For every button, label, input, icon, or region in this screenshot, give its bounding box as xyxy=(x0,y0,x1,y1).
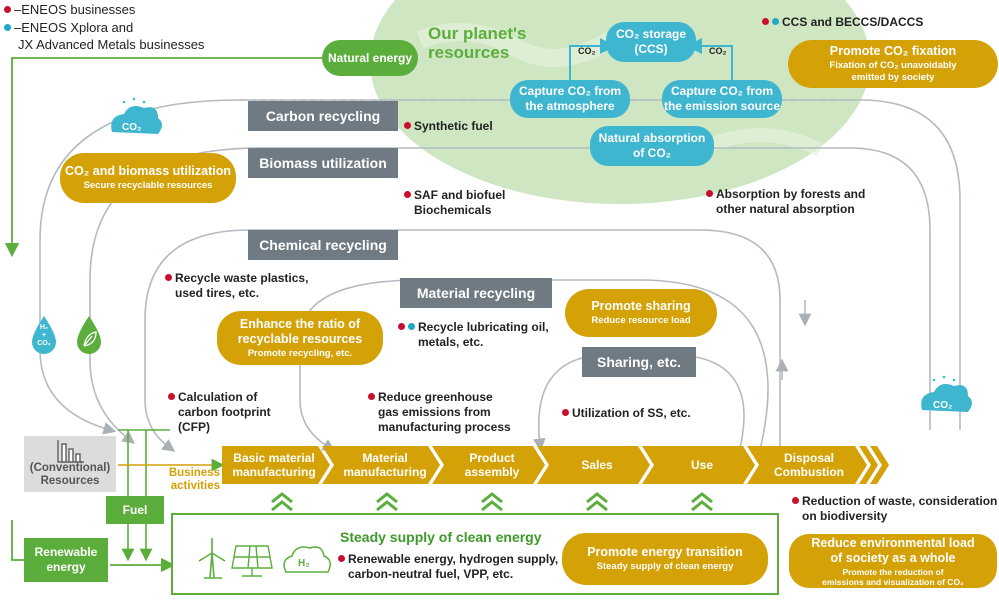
teal-dot-icon xyxy=(4,24,11,31)
h2-cloud-icon xyxy=(283,546,331,573)
stage-sales: Sales xyxy=(581,458,613,472)
co2-storage-node: CO₂ storage(CCS) xyxy=(606,22,696,62)
red-dot-icon xyxy=(168,393,175,400)
utilization-ss-label: Utilization of SS, etc. xyxy=(562,406,691,421)
co2-cloud-left-icon xyxy=(111,97,162,134)
red-dot-icon xyxy=(562,409,569,416)
teal-dot-icon xyxy=(772,18,779,25)
recycle-plastics-label: Recycle waste plastics,used tires, etc. xyxy=(165,271,308,301)
red-dot-icon xyxy=(762,18,769,25)
declining-chart-icon xyxy=(57,440,84,463)
legend-eneos: –ENEOS businesses xyxy=(4,2,135,17)
h2-co2-drop-label: H₂+CO₂ xyxy=(37,324,51,347)
synthetic-fuel-label: Synthetic fuel xyxy=(404,119,493,134)
steady-supply-title: Steady supply of clean energy xyxy=(340,529,542,545)
legend-xplora: –ENEOS Xplora and xyxy=(4,20,133,35)
red-dot-icon xyxy=(792,497,799,504)
chemical-recycling-bar: Chemical recycling xyxy=(248,230,398,260)
sharing-bar: Sharing, etc. xyxy=(582,347,696,377)
red-dot-icon xyxy=(706,190,713,197)
value-chain-chevrons xyxy=(222,446,889,484)
solar-panel-icon xyxy=(231,545,273,577)
ccs-label: CCS and BECCS/DACCS xyxy=(762,15,923,30)
red-dot-icon xyxy=(4,6,11,13)
stage-use: Use xyxy=(690,458,713,472)
fuel-node: Fuel xyxy=(106,496,164,524)
recycle-lubricating-label: Recycle lubricating oil,metals, etc. xyxy=(398,320,549,350)
renewable-supply-label: Renewable energy, hydrogen supply,carbon… xyxy=(338,552,558,582)
material-recycling-bar: Material recycling xyxy=(400,278,552,308)
carbon-recycling-bar: Carbon recycling xyxy=(248,101,398,131)
co2-cloud-left-label: CO₂ xyxy=(122,122,142,133)
natural-energy-node: Natural energy xyxy=(322,40,418,76)
wind-turbine-icon xyxy=(198,538,226,579)
h2-co2-drop-icon xyxy=(32,316,56,354)
co2-cloud-right-label: CO₂ xyxy=(933,400,953,411)
conventional-resources: (Conventional)Resources xyxy=(29,462,111,487)
red-dot-icon xyxy=(165,274,172,281)
red-dot-icon xyxy=(404,191,411,198)
biomass-utilization-bar: Biomass utilization xyxy=(248,148,398,178)
co2-cloud-right-icon xyxy=(921,375,972,412)
h2-cloud-label: H₂ xyxy=(298,558,310,569)
red-dot-icon xyxy=(368,393,375,400)
co2-arrow-label-left: CO₂ xyxy=(578,46,596,56)
red-dot-icon xyxy=(338,555,345,562)
red-dot-icon xyxy=(404,122,411,129)
co2-arrow-label-right: CO₂ xyxy=(709,46,727,56)
red-dot-icon xyxy=(398,323,405,330)
legend-xplora-line2: JX Advanced Metals businesses xyxy=(18,37,205,52)
teal-dot-icon xyxy=(408,323,415,330)
